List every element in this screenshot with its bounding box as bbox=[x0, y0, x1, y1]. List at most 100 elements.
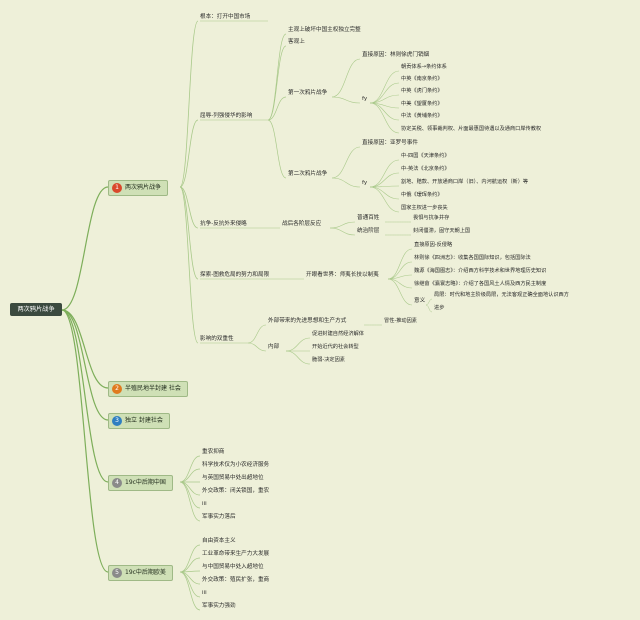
connector bbox=[285, 337, 311, 352]
connector bbox=[387, 274, 413, 280]
resist-b-detail[interactable]: 封闭僵滞，固守天朝上国 bbox=[413, 228, 471, 234]
explore-item[interactable]: 徐继畬《瀛寰志略》：介绍了各国风土人情及西方民主制度 bbox=[414, 281, 547, 287]
b4-item[interactable]: iii bbox=[202, 501, 207, 507]
inf-outer[interactable]: 外部带来的先进思想和生产方式 bbox=[268, 318, 347, 324]
connector bbox=[247, 324, 267, 344]
b4-item[interactable]: 外交政策：闭关锁国，重农 bbox=[202, 488, 270, 494]
war1-item[interactable]: 协定关税、领事裁判权、片面最惠国待遇以及通商口岸传教权 bbox=[401, 126, 542, 132]
explore-item[interactable]: 林则徐《四洲志》：收集各国国际知识，包括国际法 bbox=[414, 255, 531, 261]
b5-item[interactable]: 工业革命带来生产力大发展 bbox=[202, 551, 270, 557]
connector bbox=[369, 94, 400, 104]
b4-item[interactable]: 与英国贸易中处出超地位 bbox=[202, 475, 264, 481]
inf-inner[interactable]: 内部 bbox=[268, 344, 280, 350]
war2-item[interactable]: 国家主权进一步丧失 bbox=[401, 205, 448, 211]
branch-3-badge: 3 bbox=[112, 416, 122, 426]
connector bbox=[61, 309, 109, 573]
yiyi[interactable]: 意义 bbox=[414, 298, 426, 304]
inf-inner-item[interactable]: 促进封建自然经济解体 bbox=[312, 331, 364, 337]
war1-item[interactable]: 中英《南京条约》 bbox=[401, 76, 443, 82]
war2-item[interactable]: 中-四国《天津条约》 bbox=[401, 153, 450, 159]
connector bbox=[61, 309, 109, 483]
explore-sub[interactable]: 开眼看世界：师夷长技以制夷 bbox=[306, 272, 379, 278]
connector bbox=[179, 544, 201, 573]
connector bbox=[425, 298, 433, 306]
war2-item[interactable]: 割地、赔款、开放通商口岸（旧）、内河航运权（新）等 bbox=[401, 179, 529, 185]
connector bbox=[369, 82, 400, 104]
explore-item[interactable]: 直接原因-反侵略 bbox=[414, 242, 453, 248]
connector bbox=[387, 248, 413, 280]
branch-5-label: 19c中后期欧美 bbox=[125, 569, 166, 576]
connector bbox=[179, 20, 199, 188]
explore-item[interactable]: 魏源《海国图志》：介绍西方科学技术和世界地理历史知识 bbox=[414, 268, 547, 274]
connector bbox=[329, 221, 356, 229]
resist-a[interactable]: 普通百姓 bbox=[357, 215, 380, 221]
war2-fy[interactable]: fy bbox=[362, 180, 368, 186]
branch-4[interactable]: 4 19c中后期中国 bbox=[108, 475, 173, 491]
war1-item[interactable]: 中美《望厦条约》 bbox=[401, 101, 443, 107]
war1-item[interactable]: 朝贡体系→条约体系 bbox=[401, 64, 447, 70]
connector bbox=[369, 159, 400, 188]
branch-5-badge: 5 bbox=[112, 568, 122, 578]
b5-item[interactable]: 军事实力强劲 bbox=[202, 603, 236, 609]
connector bbox=[369, 186, 400, 200]
connector bbox=[369, 102, 400, 134]
node-root-cause[interactable]: 根本：打开中国市场 bbox=[200, 14, 251, 20]
node-resist[interactable]: 抗争-反抗外来侵略 bbox=[200, 221, 247, 227]
connector bbox=[179, 481, 201, 496]
connector bbox=[179, 481, 201, 509]
resist-b[interactable]: 统治阶层 bbox=[357, 228, 380, 234]
war1-item[interactable]: 中英《虎门条约》 bbox=[401, 88, 443, 94]
war1-direct[interactable]: 直接原因：林则徐虎门销烟 bbox=[362, 52, 430, 58]
branch-1-label: 两次鸦片战争 bbox=[125, 184, 162, 191]
connector bbox=[179, 455, 201, 483]
yiyi-item[interactable]: 进步 bbox=[434, 305, 445, 311]
inf-inner-item[interactable]: 脆弱-决定因素 bbox=[312, 357, 345, 363]
inf-outer-detail[interactable]: 冒性-推动因素 bbox=[384, 318, 417, 324]
branch-3[interactable]: 3 独立 封建社会 bbox=[108, 413, 170, 429]
b5-item[interactable]: 与中国贸易中处入超地位 bbox=[202, 564, 264, 570]
b4-item[interactable]: 军事实力落后 bbox=[202, 514, 236, 520]
connector bbox=[179, 468, 201, 483]
node-war1[interactable]: 第一次鸦片战争 bbox=[288, 90, 328, 96]
war2-direct[interactable]: 直接原因：亚罗号事件 bbox=[362, 140, 418, 146]
connector bbox=[387, 278, 413, 289]
node-keguan[interactable]: 客观上 bbox=[288, 39, 305, 45]
b4-item[interactable]: 重农抑商 bbox=[202, 449, 225, 455]
node-war2[interactable]: 第二次鸦片战争 bbox=[288, 171, 328, 177]
connector bbox=[331, 146, 361, 179]
node-explore[interactable]: 探索-图救危局的努力和局限 bbox=[200, 272, 270, 278]
branch-3-label: 独立 封建社会 bbox=[125, 417, 163, 424]
resist-a-detail[interactable]: 畏惧与抗争并存 bbox=[413, 215, 450, 221]
branch-5[interactable]: 5 19c中后期欧美 bbox=[108, 565, 173, 581]
yiyi-item[interactable]: 局限：时代和地主阶级局限，无法客观正确全面地认识西方 bbox=[434, 292, 569, 298]
b5-item[interactable]: 外交政策：殖民扩张，重商 bbox=[202, 577, 270, 583]
connector bbox=[267, 33, 287, 121]
node-zhuguan[interactable]: 主观上破坏中国主权独立完整 bbox=[288, 27, 361, 33]
b5-item[interactable]: 自由资本主义 bbox=[202, 538, 236, 544]
connector bbox=[61, 309, 109, 421]
war1-item[interactable]: 中法《黄埔条约》 bbox=[401, 113, 443, 119]
war2-item[interactable]: 中俄《瑷珲条约》 bbox=[401, 192, 443, 198]
connector bbox=[179, 481, 201, 522]
inf-inner-item[interactable]: 开始近代的社会转型 bbox=[312, 344, 359, 350]
branch-2[interactable]: 2 半殖民地半封建 社会 bbox=[108, 381, 188, 397]
node-aggression[interactable]: 屈辱-列强侵华的影响 bbox=[200, 113, 253, 119]
connector bbox=[369, 172, 400, 188]
connector bbox=[179, 571, 201, 611]
b5-item[interactable]: iii bbox=[202, 590, 207, 596]
war1-fy[interactable]: fy bbox=[362, 96, 368, 102]
connector bbox=[267, 96, 287, 121]
war2-item[interactable]: 中-英法《北京条约》 bbox=[401, 166, 450, 172]
resist-sub[interactable]: 战后各阶层反应 bbox=[282, 221, 322, 227]
root-node[interactable]: 两次鸦片战争 bbox=[10, 303, 62, 316]
connector bbox=[369, 186, 400, 213]
b4-item[interactable]: 科学技术仅为小农经济服务 bbox=[202, 462, 270, 468]
node-influence[interactable]: 影响的双重性 bbox=[200, 336, 234, 342]
connector bbox=[247, 342, 267, 352]
connector bbox=[179, 186, 199, 280]
connector bbox=[387, 278, 413, 306]
branch-2-badge: 2 bbox=[112, 384, 122, 394]
branch-1[interactable]: 1 两次鸦片战争 bbox=[108, 180, 169, 196]
